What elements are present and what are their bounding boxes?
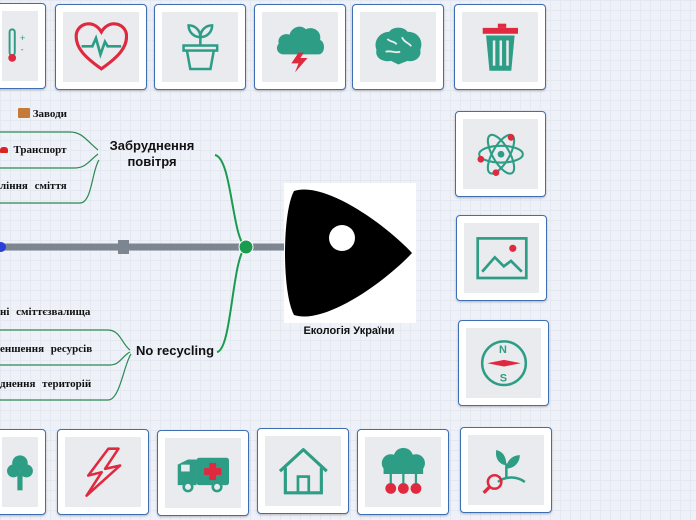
central-topic-label: Екологія України (303, 325, 395, 337)
subtopic-label: Транспорт (13, 144, 67, 156)
tile-ambulance[interactable] (157, 430, 249, 516)
lightning-icon (84, 447, 122, 497)
svg-text:S: S (499, 372, 506, 384)
subtopic-waste-burning[interactable]: ління сміття (0, 180, 67, 192)
sub-connector (0, 153, 99, 169)
pick-logo-icon (285, 189, 412, 317)
subtopic-landfills[interactable]: ні сміттєзвалища (0, 306, 91, 318)
sub-connector (0, 351, 131, 366)
sub-connector (0, 131, 99, 151)
landscape-picture-icon (475, 236, 528, 280)
tile-plant[interactable] (154, 4, 246, 90)
tile-house[interactable] (257, 428, 349, 514)
car-icon (0, 147, 8, 153)
atom-icon (476, 133, 524, 176)
lower-branch-line (216, 246, 247, 353)
heart-pulse-icon (74, 22, 128, 71)
tile-trash[interactable] (454, 4, 546, 90)
house-icon (278, 447, 328, 495)
hub-node[interactable] (238, 239, 254, 255)
spine-marker (118, 240, 129, 254)
upper-branch-line (214, 154, 247, 248)
spine-start-dot (0, 242, 6, 252)
svg-text:-: - (21, 44, 24, 54)
subtopic-territory-pollution[interactable]: днення територій (0, 378, 92, 390)
tree-icon (7, 455, 33, 491)
svg-text:N: N (498, 344, 506, 356)
subtopic-factories[interactable]: Заводи (18, 108, 67, 120)
storm-cloud-icon (276, 26, 324, 73)
tile-atom[interactable] (455, 111, 546, 197)
trash-can-icon (482, 23, 518, 71)
tile-storm[interactable] (254, 4, 346, 90)
tile-heart[interactable] (55, 4, 147, 90)
svg-text:+: + (20, 33, 25, 43)
tile-brain[interactable] (352, 4, 444, 90)
tile-thermometer[interactable]: +- (0, 3, 46, 89)
compass-icon: NS (480, 339, 527, 387)
sprout-magnifier-icon (482, 449, 526, 494)
sub-connector (0, 159, 100, 204)
ambulance-icon (177, 457, 229, 493)
sub-connector (0, 353, 132, 401)
tile-tree[interactable] (0, 429, 46, 515)
tile-tree-cloud[interactable] (357, 429, 449, 515)
branch-air-pollution[interactable]: Забруднення повітря (109, 138, 195, 169)
tile-sprout-magnifier[interactable] (460, 427, 552, 513)
tile-landscape[interactable] (456, 215, 547, 301)
brain-icon (375, 27, 422, 65)
subtopic-transport[interactable]: Транспорт (0, 144, 66, 156)
tile-lightning[interactable] (57, 429, 149, 515)
plant-pot-icon (181, 23, 219, 71)
subtopic-label: Заводи (32, 108, 68, 120)
factory-icon (18, 108, 30, 118)
thermometer-icon: +- (8, 28, 25, 62)
sub-connector (0, 329, 131, 351)
central-topic-image[interactable] (284, 183, 416, 323)
tree-cloud-icon (381, 447, 425, 494)
branch-no-recycling[interactable]: No recycling (135, 343, 215, 358)
subtopic-resource-depletion[interactable]: еншення ресурсів (0, 343, 93, 355)
